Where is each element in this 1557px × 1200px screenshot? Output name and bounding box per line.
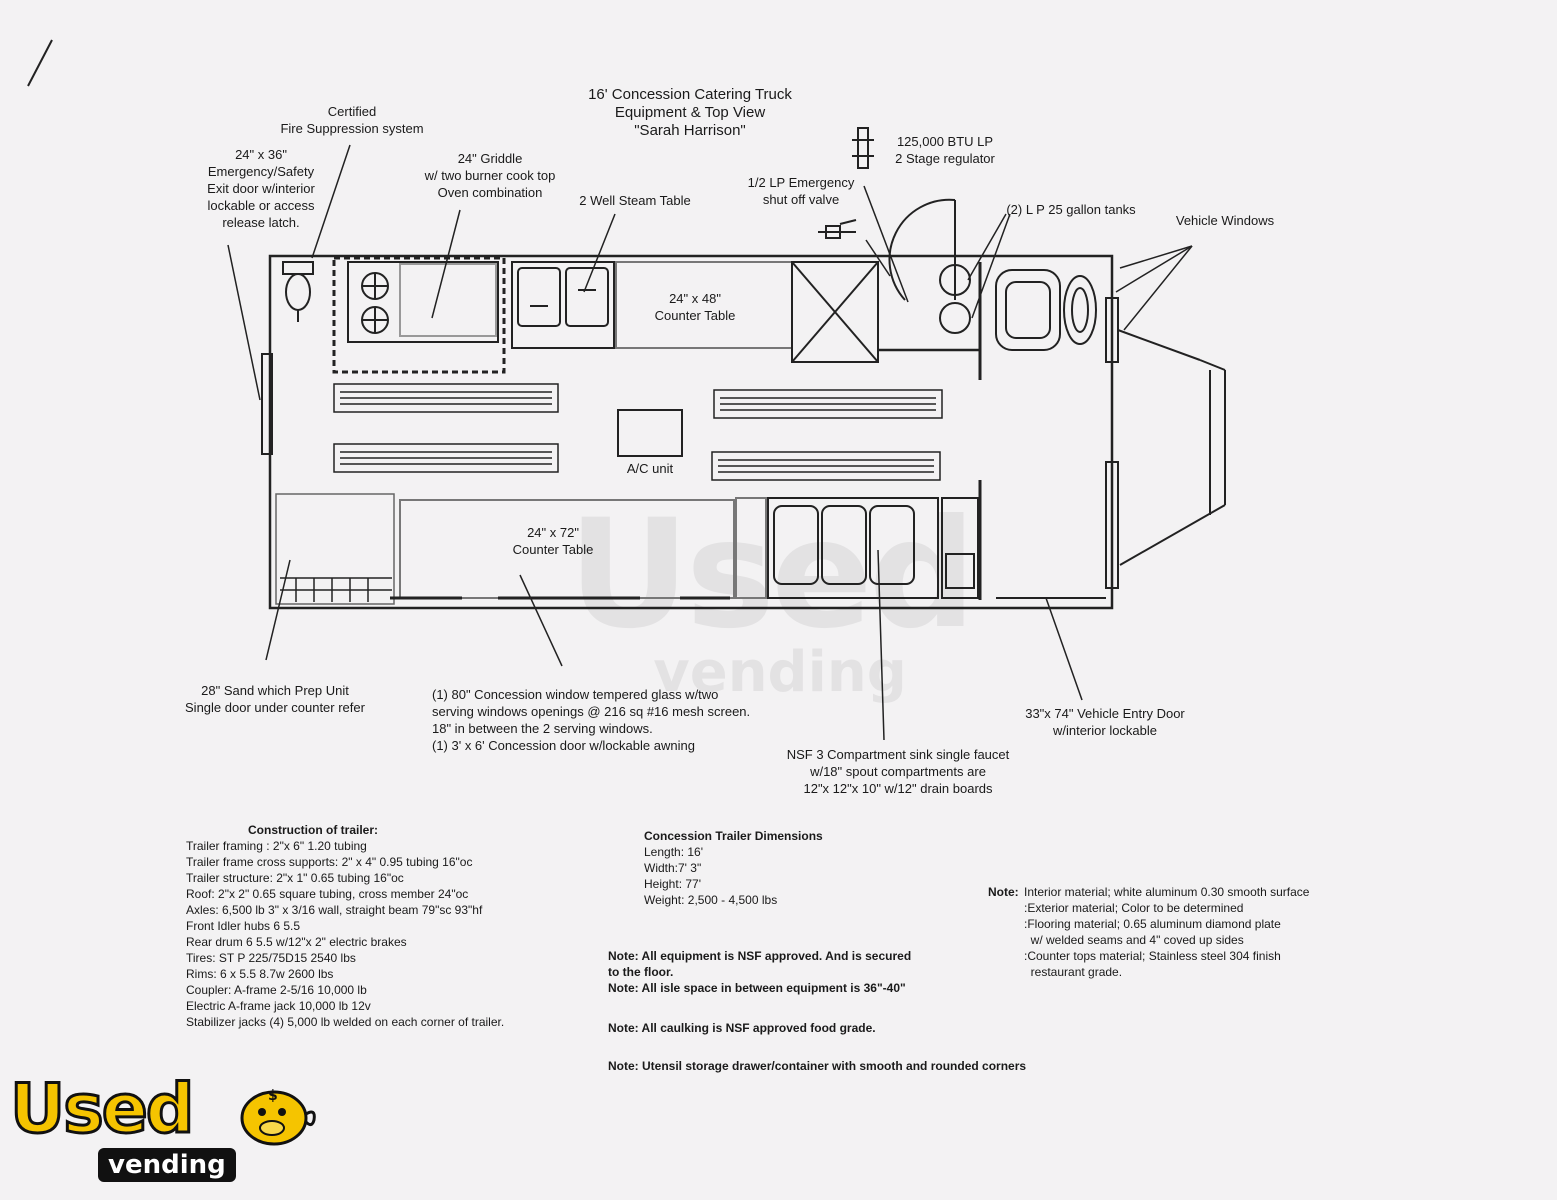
leader-lines [227,144,1193,741]
label-steam-table: 2 Well Steam Table [579,193,691,208]
truck-outer-wall [268,254,1114,610]
dimension-item: Length: 16' [644,845,704,859]
construction-item: Tires: ST P 225/75D15 2540 lbs [186,951,356,965]
crossed-equipment-box [791,261,879,363]
watermark-logo-used: Used [567,488,976,662]
dimension-item: Weight: 2,500 - 4,500 lbs [644,893,778,907]
materials-line: :Flooring material; 0.65 aluminum diamon… [1024,917,1281,931]
materials-line: Interior material; white aluminum 0.30 s… [1024,885,1310,899]
construction-section: Construction of trailer: Trailer framing… [186,822,586,1030]
title-line-1: 16' Concession Catering Truck [588,86,792,103]
construction-item: Trailer structure: 2"x 1" 0.65 tubing 16… [186,871,404,885]
dimensions-section: Concession Trailer Dimensions Length: 16… [644,828,884,908]
watermark-logo-vending: vending [653,640,907,705]
label-concession-window: (1) 80" Concession window tempered glass… [432,687,751,753]
driver-seat [995,269,1097,351]
lp-tanks [939,264,971,334]
door-swing-arc [888,198,956,301]
sandwich-prep-unit [275,493,395,605]
fire-suppression-zone [332,256,506,374]
logo-vending-text: vending [98,1148,236,1182]
diagram-title: 16' Concession Catering Truck Equipment … [540,86,840,140]
label-lp-emergency-valve: 1/2 LP Emergency shut off valve [747,175,855,207]
label-emergency-exit: 24" x 36" Emergency/Safety Exit door w/i… [207,147,315,230]
label-three-compartment-sink: NSF 3 Compartment sink single faucet w/1… [786,747,1010,796]
griddle-unit [347,261,499,343]
note-caulking: Note: All caulking is NSF approved food … [608,1021,876,1035]
label-ac-unit: A/C unit [626,461,674,476]
construction-item: Stabilizer jacks (4) 5,000 lb welded on … [186,1015,505,1029]
label-counter-24x72: 24" x 72" Counter Table [512,525,594,557]
materials-note-prefix: Note: [988,885,1019,899]
construction-item: Roof: 2"x 2" 0.65 square tubing, cross m… [186,887,469,901]
dimensions-heading: Concession Trailer Dimensions [644,829,823,843]
title-line-3: "Sarah Harrison" [634,122,746,139]
steam-table [511,261,615,349]
lp-regulator-symbol [852,127,874,169]
materials-line: :Counter tops material; Stainless steel … [1024,949,1281,963]
construction-item: Front Idler hubs 6 5.5 [186,919,301,933]
fire-suppression-unit [282,261,314,322]
three-compartment-sink [735,497,979,599]
construction-item: Rear drum 6 5.5 w/12"x 2" electric brake… [186,935,407,949]
label-griddle: 24" Griddle w/ two burner cook top Oven … [424,151,556,200]
title-line-2: Equipment & Top View [614,104,766,121]
label-fire-suppression: Certified Fire Suppression system [280,104,424,136]
construction-item: Coupler: A-frame 2-5/16 10,000 lb [186,983,367,997]
dimension-item: Height: 77' [644,877,701,891]
construction-item: Electric A-frame jack 10,000 lb 12v [186,999,371,1013]
construction-heading: Construction of trailer: [248,823,379,837]
note-utensil-storage: Note: Utensil storage drawer/container w… [608,1059,1027,1073]
dimension-item: Width:7' 3" [644,861,702,875]
label-sandwich-prep: 28" Sand which Prep Unit Single door und… [185,683,365,715]
materials-line: restaurant grade. [1024,965,1123,979]
note-isle-space: Note: All isle space in between equipmen… [608,981,906,995]
label-btu-regulator: 125,000 BTU LP 2 Stage regulator [895,134,995,166]
construction-item: Axles: 6,500 lb 3" x 3/16 wall, straight… [186,903,483,917]
label-counter-24x48: 24" x 48" Counter Table [654,291,736,323]
label-vehicle-windows: Vehicle Windows [1175,213,1275,228]
vehicle-window-door [1105,461,1119,589]
note-nsf-approved: Note: All equipment is NSF approved. And… [608,949,912,979]
ac-unit [617,409,683,457]
label-entry-door: 33"x 74" Vehicle Entry Door w/interior l… [1025,706,1185,738]
svg-text:$: $ [268,1088,278,1104]
materials-note: Note: Interior material; white aluminum … [988,884,1368,980]
logo-used-text: Used [9,1070,196,1149]
pen-mark [27,39,53,87]
materials-line: w/ welded seams and 4" coved up sides [1024,933,1244,947]
piggy-bank-icon: $ [240,1088,316,1146]
materials-line: :Exterior material; Color to be determin… [1024,901,1244,915]
used-vending-logo: Used $ vending [6,1072,336,1192]
emergency-exit-door [261,353,273,455]
lp-shutoff-valve-symbol [818,219,857,239]
construction-item: Rims: 6 x 5.5 8.7w 2600 lbs [186,967,334,981]
label-lp-tanks: (2) L P 25 gallon tanks [1006,202,1136,217]
light-fixtures [333,383,943,481]
construction-item: Trailer frame cross supports: 2" x 4" 0.… [186,855,473,869]
construction-item: Trailer framing : 2"x 6" 1.20 tubing [186,839,367,853]
